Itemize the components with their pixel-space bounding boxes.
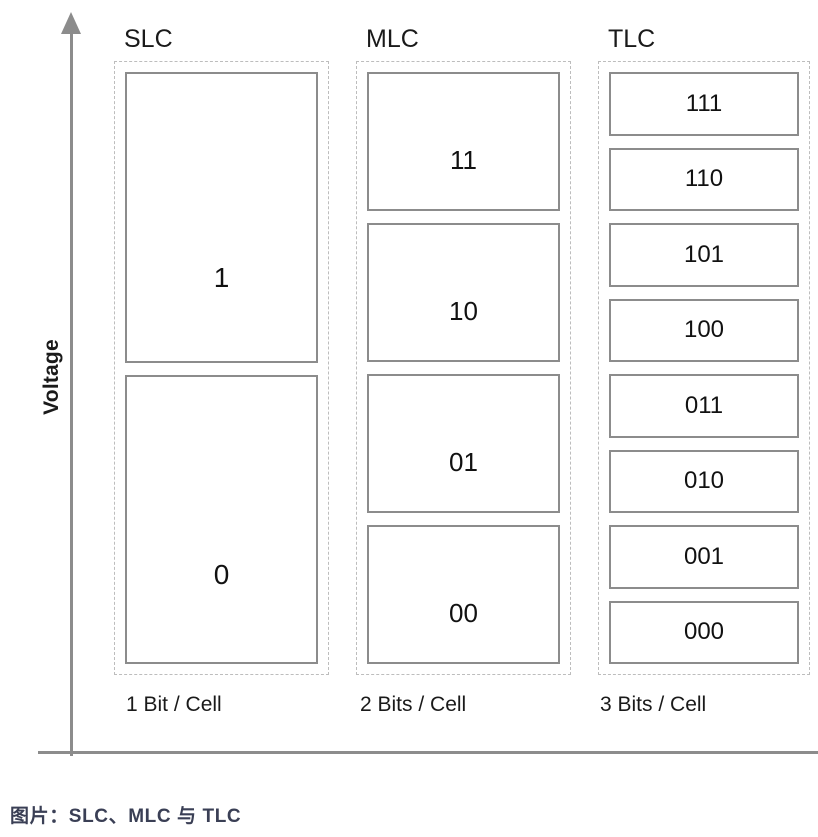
y-axis-label: Voltage	[40, 339, 63, 415]
level-box: 10	[367, 223, 560, 362]
level-box: 1	[125, 72, 318, 363]
level-label: 100	[683, 316, 725, 344]
level-label: 101	[683, 240, 725, 268]
arrow-up-icon	[61, 12, 81, 34]
column-title-tlc: TLC	[608, 25, 656, 53]
level-label: 011	[684, 391, 724, 419]
level-box: 00	[367, 525, 560, 664]
horizontal-axis-line	[38, 751, 818, 754]
level-box: 111	[609, 72, 799, 136]
level-label: 11	[450, 144, 477, 175]
column-footer-slc: 1 Bit / Cell	[126, 693, 222, 716]
level-label: 0	[213, 558, 230, 590]
column-frame-tlc: 111 110 101 100 011 010 001 000	[598, 61, 810, 675]
level-box: 01	[367, 374, 560, 513]
level-label: 000	[683, 618, 725, 646]
column-footer-mlc: 2 Bits / Cell	[360, 693, 467, 716]
figure-caption: 图片：SLC、MLC 与 TLC	[10, 806, 242, 827]
level-box: 100	[609, 298, 799, 362]
level-label: 00	[449, 597, 478, 628]
level-box: 011	[609, 374, 799, 438]
level-box: 001	[609, 525, 799, 589]
level-label: 01	[449, 446, 478, 477]
level-label: 001	[683, 542, 725, 570]
level-label: 1	[213, 261, 230, 293]
level-box: 000	[609, 600, 799, 664]
level-box: 110	[609, 147, 799, 211]
level-label: 111	[685, 89, 723, 117]
level-box: 101	[609, 223, 799, 287]
column-title-slc: SLC	[124, 25, 173, 53]
column-title-mlc: MLC	[366, 25, 419, 53]
level-label: 10	[449, 295, 478, 326]
level-box: 010	[609, 449, 799, 513]
level-label: 010	[683, 467, 725, 495]
level-label: 110	[684, 165, 724, 193]
voltage-axis-line	[70, 28, 73, 756]
level-box: 11	[367, 72, 560, 211]
column-frame-slc: 1 0	[114, 61, 329, 675]
level-box: 0	[125, 375, 318, 664]
column-frame-mlc: 11 10 01 00	[356, 61, 571, 675]
column-footer-tlc: 3 Bits / Cell	[600, 693, 707, 716]
